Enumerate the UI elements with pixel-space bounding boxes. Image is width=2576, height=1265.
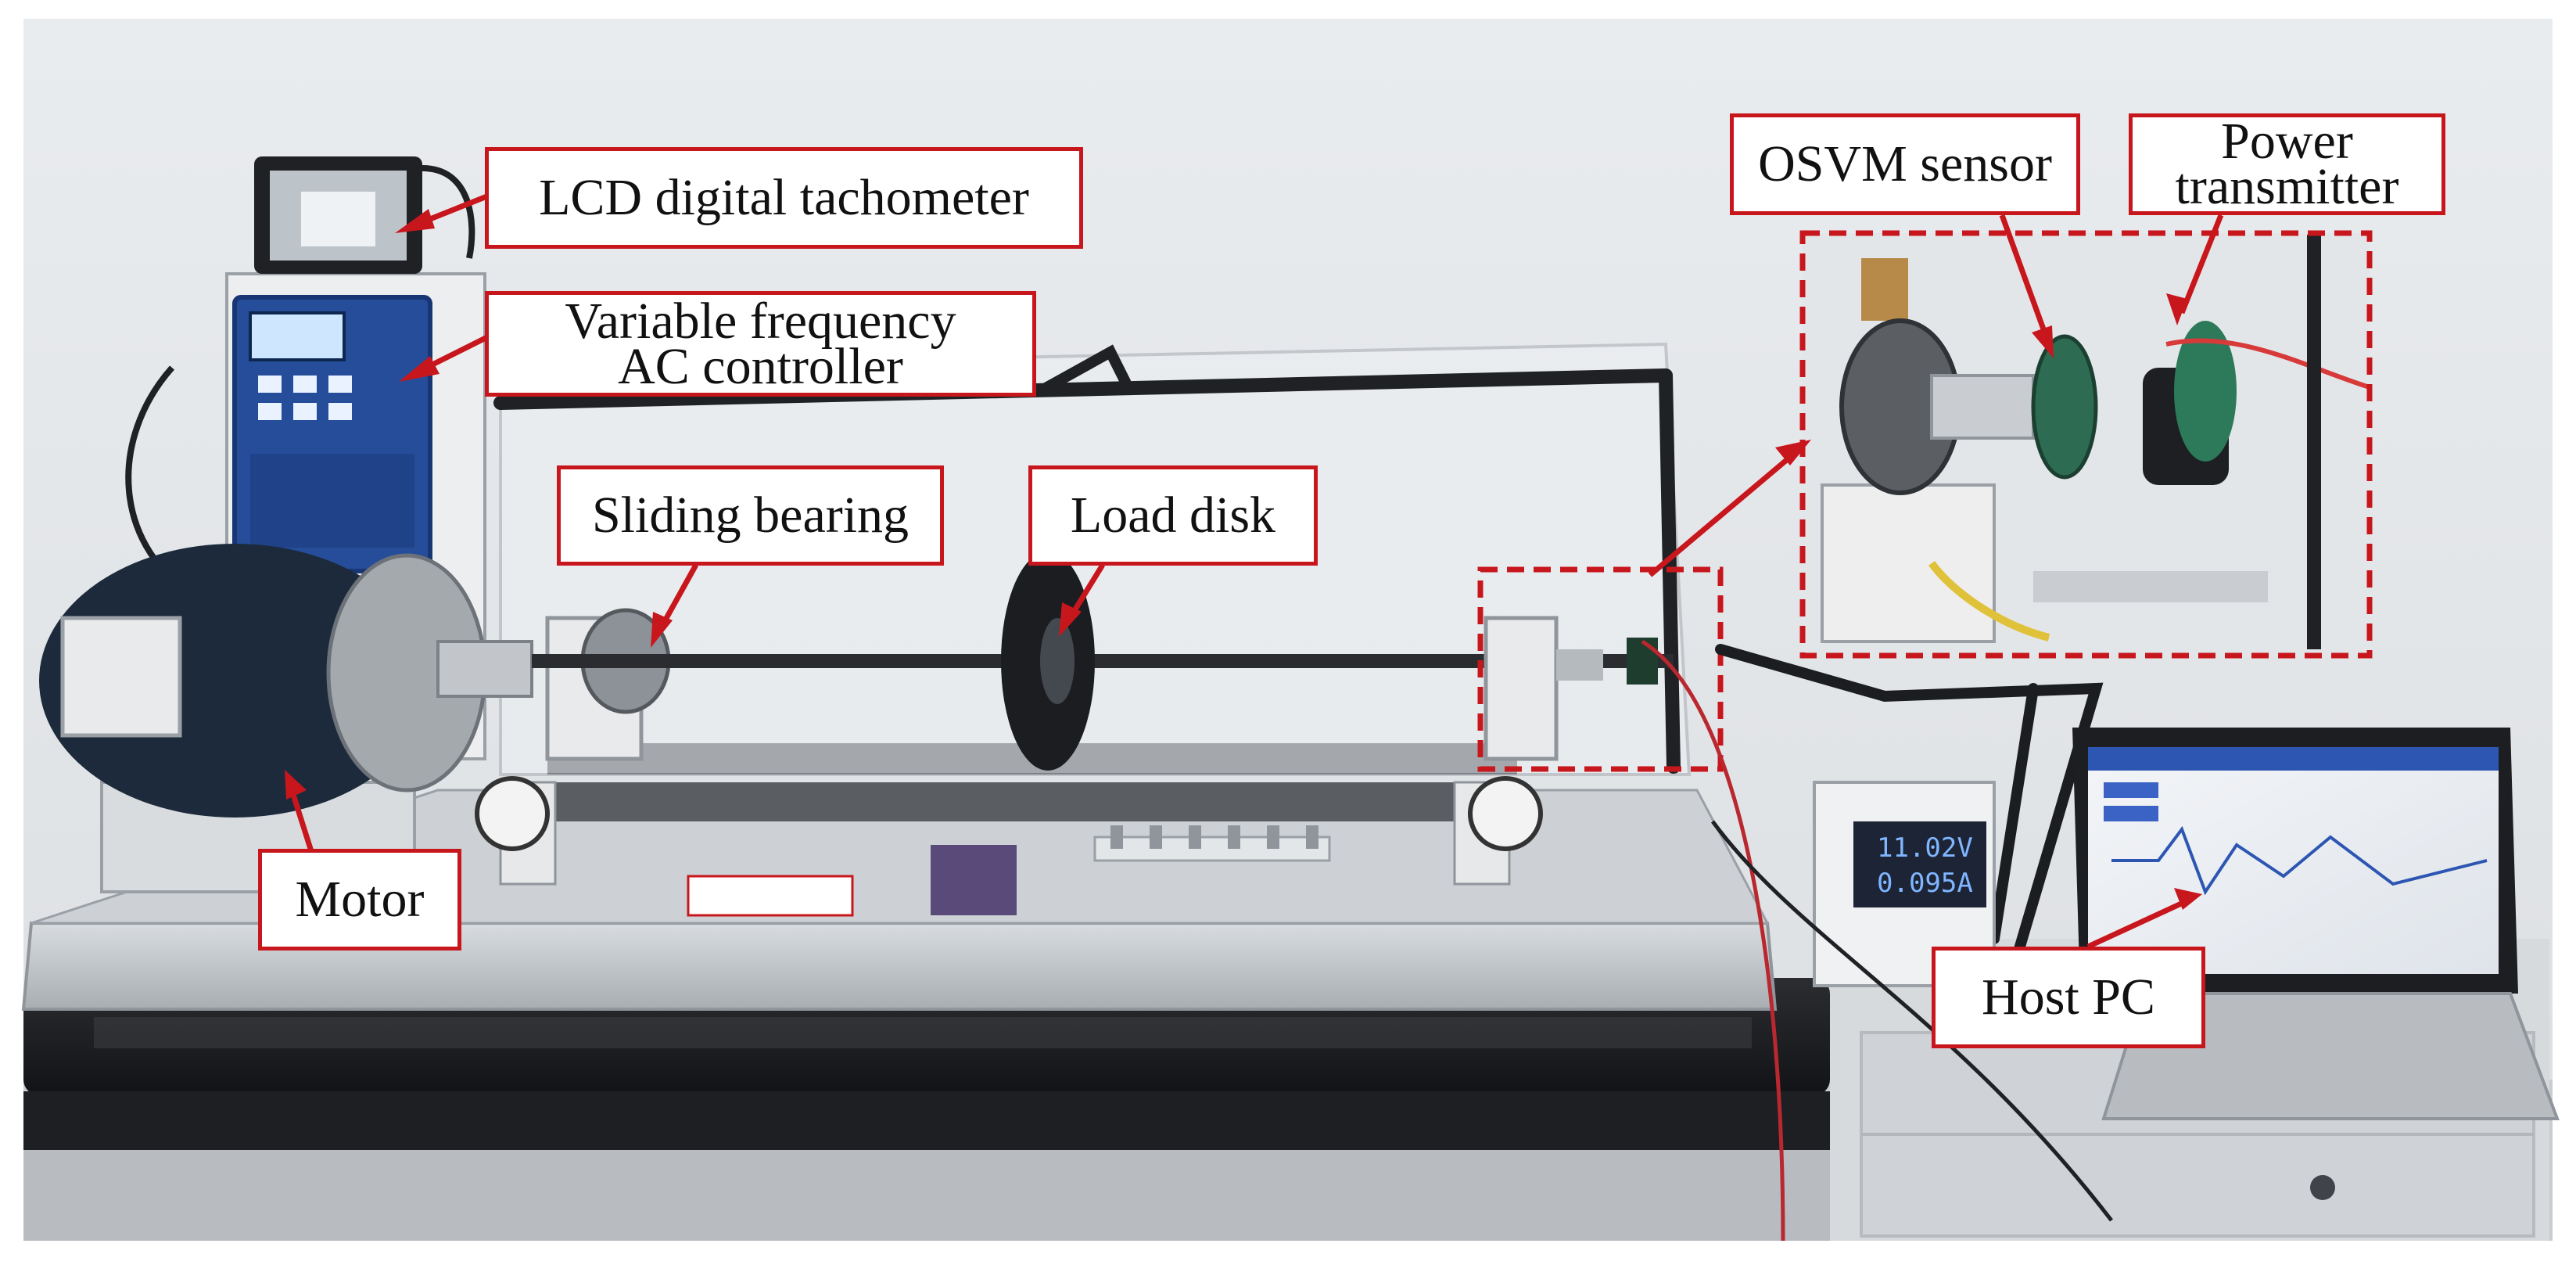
- arrow-osvm: [1999, 214, 2052, 346]
- psu-current-readout: 0.095A: [1877, 868, 1973, 899]
- arrow-heads: [285, 209, 2202, 910]
- lcd-tachometer-device: [254, 156, 475, 274]
- label-lcd-digital-tachometer: LCD digital tachometer: [485, 147, 1083, 249]
- psu-voltage-readout: 11.02V: [1877, 832, 1973, 864]
- label-osvm-sensor: OSVM sensor: [1730, 113, 2080, 215]
- cable-2: [1710, 820, 2113, 1222]
- label-sliding-bearing: Sliding bearing: [557, 465, 944, 566]
- sensor-inset: [1803, 233, 2370, 656]
- label-variable-frequency-ac-controller: Variable frequency AC controller: [485, 291, 1036, 397]
- arrow-inset: [1648, 447, 1801, 577]
- annotation-arrows: [286, 192, 2224, 950]
- sensor-support: [1484, 616, 1658, 761]
- label-host-pc: Host PC: [1932, 947, 2205, 1048]
- lab-table: [23, 978, 1830, 1241]
- arrow-power-tx: [2179, 214, 2224, 314]
- host-laptop: [2072, 728, 2560, 1120]
- label-load-disk: Load disk: [1028, 465, 1318, 566]
- base-plate: [21, 789, 1778, 1011]
- lamp-arm: [1715, 644, 2104, 960]
- sensor-highlight-box: [1477, 566, 1724, 772]
- motor-device: [39, 544, 533, 893]
- load-disk-device: [1001, 552, 1095, 771]
- arrow-host-pc: [2086, 897, 2191, 950]
- label-motor: Motor: [258, 849, 461, 951]
- label-power-transmitter: Power transmitter: [2129, 113, 2445, 215]
- sliding-bearing-device: [545, 608, 671, 761]
